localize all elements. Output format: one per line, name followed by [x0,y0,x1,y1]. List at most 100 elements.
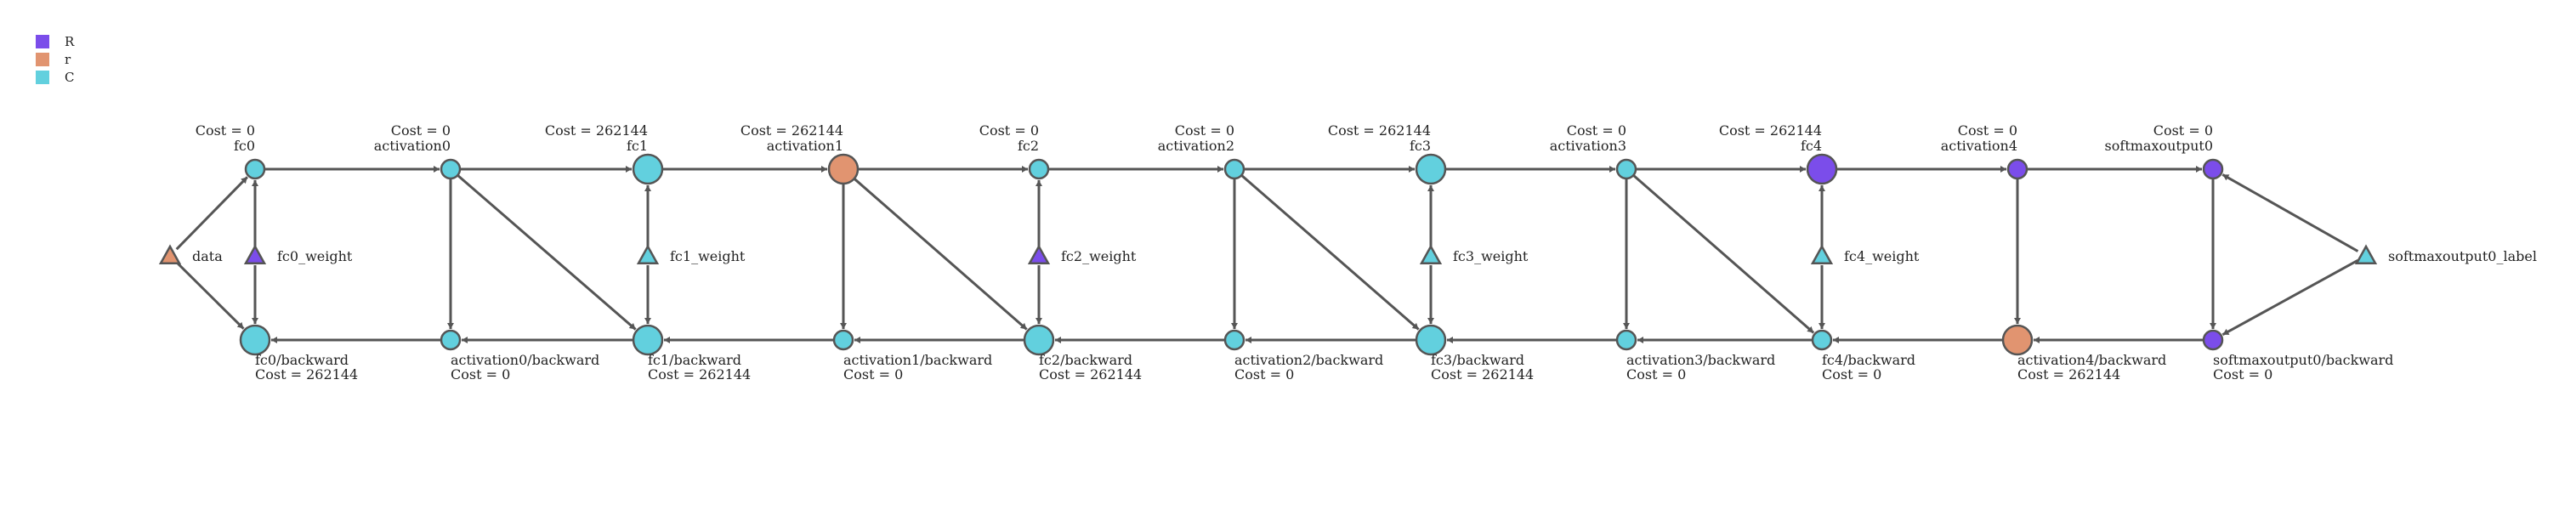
softmaxoutput0-label-label: softmaxoutput0_label [2388,248,2537,264]
activation4-backward-cost: Cost = 262144 [2017,366,2120,382]
edge-activation3-to-fc4 [1636,166,1806,173]
fc0-cost: Cost = 0 [196,122,255,139]
activation1-backward-label: activation1/backward [843,352,992,368]
fc0-weight-node [243,244,267,265]
edge-fc2_weight-to-fc2 [1036,180,1042,246]
edge-activation2-to-fc3 [1244,166,1415,173]
edge-activation0-to-fc1 [460,166,632,173]
fc4-node [1806,153,1838,185]
softmaxoutput0-node [2202,158,2224,180]
edge-activation1_backward-to-fc1_backward [664,337,834,343]
activation1-cost: Cost = 262144 [740,122,843,139]
activation2-label: activation2 [1158,138,1234,154]
nodes [158,153,2378,356]
fc2-label: fc2 [1018,138,1039,154]
edge-fc4-to-activation4 [1836,166,2006,173]
legend-label-R: R [65,34,75,49]
fc4-weight-node [1810,244,1834,265]
edge-softmaxoutput0_label-to-softmaxoutput0 [2221,173,2359,252]
fc2-weight-label: fc2_weight [1061,248,1137,264]
fc0-backward-cost: Cost = 262144 [255,366,358,382]
activation0-node [440,158,462,180]
legend-swatch-r [36,53,49,66]
edge-fc1_weight-to-fc1 [644,185,651,246]
edge-activation1-to-activation1_backward [840,184,847,329]
fc2-backward-node [1023,324,1055,356]
softmaxoutput0-label: softmaxoutput0 [2105,138,2213,154]
activation4-node [2006,158,2028,180]
activation2-cost: Cost = 0 [1175,122,1234,139]
softmaxoutput0-backward-node [2202,329,2224,351]
activation3-cost: Cost = 0 [1567,122,1626,139]
fc0-backward-label: fc0/backward [255,352,349,368]
edge-activation4_backward-to-fc4_backward [1833,337,2003,343]
fc0-weight-label: fc0_weight [277,248,353,264]
activation3-backward-cost: Cost = 0 [1626,366,1686,382]
edge-activation3-to-activation3_backward [1623,178,1630,329]
fc1-node [632,153,664,185]
edge-data-to-fc0 [175,176,248,251]
activation4-cost: Cost = 0 [1958,122,2017,139]
fc4-backward-cost: Cost = 0 [1822,366,1881,382]
fc1-weight-label: fc1_weight [670,248,746,264]
edge-fc2-to-activation2 [1048,166,1223,173]
edge-activation1-to-fc2_backward [853,178,1028,331]
fc4-label: fc4 [1801,138,1822,154]
edge-activation0-to-activation0_backward [447,178,454,329]
edge-fc1_backward-to-activation0_backward [462,337,633,343]
fc4-weight-label: fc4_weight [1844,248,1920,264]
edge-activation4-to-softmaxoutput0 [2027,166,2202,173]
edge-activation2_backward-to-fc2_backward [1055,337,1225,343]
fc3-label: fc3 [1410,138,1431,154]
edge-fc0_weight-to-fc0_backward [252,265,258,324]
edge-fc0_weight-to-fc0 [252,180,258,246]
fc2-backward-cost: Cost = 262144 [1039,366,1142,382]
fc3-backward-label: fc3/backward [1431,352,1524,368]
fc3-weight-node [1419,244,1443,265]
fc4-backward-node [1811,329,1833,351]
edge-activation4-to-activation4_backward [2014,178,2021,324]
fc0-backward-node [239,324,271,356]
activation4-backward-label: activation4/backward [2017,352,2166,368]
activation1-node [827,153,860,185]
activation2-backward-cost: Cost = 0 [1234,366,1294,382]
edge-softmaxoutput0-to-softmaxoutput0_backward [2210,178,2216,329]
fc1-weight-node [636,244,660,265]
activation4-label: activation4 [1941,138,2017,154]
data-node [158,244,182,265]
softmaxoutput0-backward-label: softmaxoutput0/backward [2213,352,2393,368]
legend-label-C: C [65,70,74,85]
edge-activation0-to-fc1_backward [457,174,637,331]
activation0-backward-cost: Cost = 0 [451,366,510,382]
fc3-node [1415,153,1447,185]
legend-swatch-C [36,71,49,84]
activation0-backward-label: activation0/backward [451,352,599,368]
edge-fc1_weight-to-fc1_backward [644,265,651,324]
fc2-node [1028,158,1050,180]
edge-activation0_backward-to-fc0_backward [271,337,441,343]
activation0-backward-node [440,329,462,351]
edge-fc4_backward-to-activation3_backward [1637,337,1813,343]
activation3-node [1615,158,1637,180]
activation2-backward-node [1223,329,1245,351]
softmaxoutput0-backward-cost: Cost = 0 [2213,366,2272,382]
fc4-cost: Cost = 262144 [1719,122,1822,139]
fc1-backward-node [632,324,664,356]
edge-fc4_weight-to-fc4_backward [1819,265,1825,329]
edge-fc0-to-activation0 [264,166,440,173]
legend-swatch-R [36,35,49,48]
activation0-label: activation0 [374,138,451,154]
edge-data-to-fc0_backward [175,261,245,330]
edge-fc4_weight-to-fc4 [1819,185,1825,246]
activation4-backward-node [2001,324,2034,356]
edges [175,166,2359,343]
edge-fc2_weight-to-fc2_backward [1036,265,1042,324]
fc1-backward-cost: Cost = 262144 [648,366,751,382]
edge-fc1-to-activation1 [662,166,827,173]
fc3-backward-cost: Cost = 262144 [1431,366,1534,382]
edge-fc3-to-activation3 [1445,166,1615,173]
fc3-cost: Cost = 262144 [1328,122,1431,139]
edge-activation1-to-fc2 [858,166,1028,173]
legend: RrC [36,34,75,85]
